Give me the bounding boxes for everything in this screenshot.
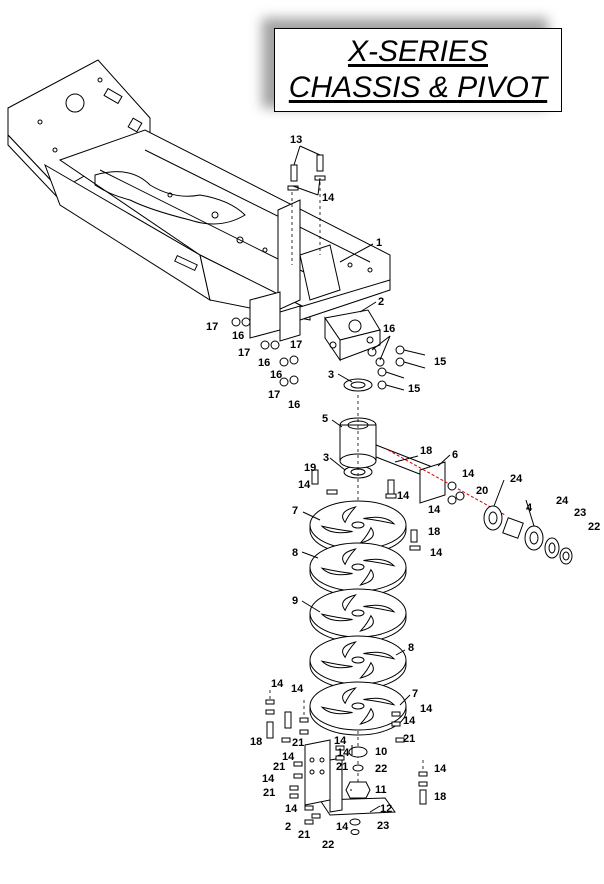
callout-22: 22: [322, 839, 334, 851]
callout-14: 14: [291, 683, 304, 695]
callout-21: 21: [403, 733, 415, 745]
lower-washers: [289, 745, 345, 825]
callout-21: 21: [336, 761, 348, 773]
callout-3: 3: [323, 452, 329, 464]
callout-16: 16: [288, 399, 300, 411]
callout-14: 14: [337, 747, 350, 759]
title-box: X-SERIES CHASSIS & PIVOT: [274, 28, 562, 112]
callout-9: 9: [292, 595, 298, 607]
callout-21: 21: [292, 737, 304, 749]
chassis-frame: [7, 59, 391, 342]
title-line-2: CHASSIS & PIVOT: [288, 71, 548, 104]
tube-plate: [419, 461, 446, 504]
hub-assembly: [483, 505, 573, 565]
callout-17: 17: [238, 347, 250, 359]
callout-7: 7: [292, 505, 298, 517]
disc-9: [309, 588, 407, 643]
disc-stack: [309, 500, 407, 736]
callout-15: 15: [408, 383, 420, 395]
callout-labels: 13 14 1 2 17 16 17 16 17 16 17 16 16 15 …: [206, 134, 600, 851]
left-fasteners: [231, 317, 299, 387]
callout-11: 11: [375, 784, 387, 796]
callout-14: 14: [403, 715, 416, 727]
leader-lines: [292, 145, 535, 813]
callout-21: 21: [298, 829, 310, 841]
callout-21: 21: [263, 787, 275, 799]
callout-5: 5: [322, 413, 328, 425]
disc-7-lower: [309, 681, 407, 736]
disc-8-lower: [309, 635, 407, 690]
callout-16: 16: [258, 357, 270, 369]
callout-17: 17: [290, 339, 302, 351]
callout-16: 16: [232, 330, 244, 342]
right-fasteners: [367, 345, 426, 391]
callout-6: 6: [452, 449, 458, 461]
upper-bearing: [343, 378, 373, 392]
title-line-1: X-SERIES: [347, 35, 489, 68]
callout-22: 22: [375, 763, 387, 775]
lower-left-fasteners: [265, 690, 309, 743]
callout-22: 22: [588, 521, 600, 533]
callout-8: 8: [292, 547, 298, 559]
callout-16: 16: [270, 369, 282, 381]
callout-14: 14: [397, 490, 410, 502]
callout-18: 18: [250, 736, 262, 748]
callout-17: 17: [206, 321, 218, 333]
callout-2: 2: [285, 821, 291, 833]
callout-2: 2: [378, 296, 384, 308]
callout-14: 14: [282, 751, 295, 763]
callout-17: 17: [268, 389, 280, 401]
callout-14: 14: [322, 192, 335, 204]
callout-14: 14: [262, 773, 275, 785]
callout-14: 14: [428, 504, 441, 516]
callout-14: 14: [462, 468, 475, 480]
callout-19: 19: [304, 462, 316, 474]
callout-14: 14: [434, 763, 447, 775]
callout-7: 7: [412, 688, 418, 700]
callout-8: 8: [408, 642, 414, 654]
callout-18: 18: [420, 445, 432, 457]
callout-20: 20: [476, 485, 488, 497]
callout-24: 24: [556, 495, 569, 507]
callout-1: 1: [376, 237, 382, 249]
callout-12: 12: [380, 803, 392, 815]
pivot-bracket: [324, 309, 381, 362]
callout-14: 14: [334, 735, 347, 747]
callout-10: 10: [375, 746, 387, 758]
callout-14: 14: [430, 547, 443, 559]
callout-14: 14: [298, 479, 311, 491]
callout-16: 16: [383, 323, 395, 335]
lower-right-fasteners: [391, 711, 428, 805]
callout-23: 23: [574, 507, 586, 519]
callout-4: 4: [526, 502, 533, 514]
callout-14: 14: [271, 678, 284, 690]
callout-14: 14: [285, 803, 298, 815]
callout-18: 18: [428, 526, 440, 538]
disc-8-upper: [309, 542, 407, 597]
callout-21: 21: [273, 761, 285, 773]
callout-15: 15: [434, 356, 446, 368]
callout-14: 14: [336, 821, 349, 833]
callout-13: 13: [290, 134, 302, 146]
callout-18: 18: [434, 791, 446, 803]
callout-3: 3: [328, 369, 334, 381]
callout-14: 14: [420, 703, 433, 715]
axle-centerline: [387, 449, 506, 516]
callout-24: 24: [510, 473, 523, 485]
callout-23: 23: [377, 820, 389, 832]
